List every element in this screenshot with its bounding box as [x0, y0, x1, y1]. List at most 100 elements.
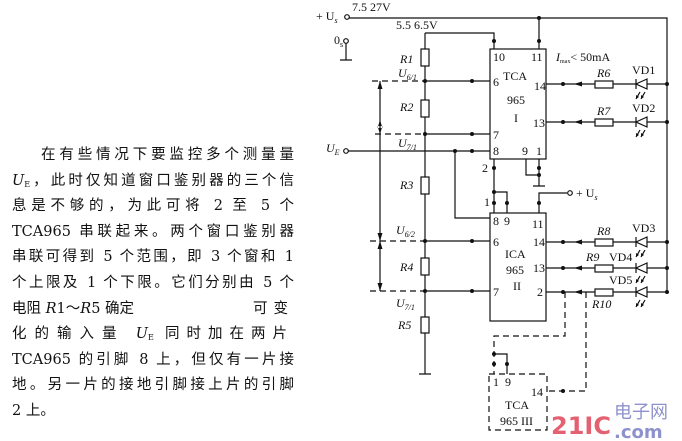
circuit-element: [423, 79, 427, 83]
circuit-label: 7: [493, 128, 499, 142]
circuit-element: [492, 166, 496, 170]
circuit-label: 6: [493, 75, 499, 89]
text-line: UE，此时仅知道窗口鉴别器的三个信: [12, 169, 294, 195]
circuit-label: 6: [493, 235, 499, 249]
circuit-label: 13: [533, 116, 545, 130]
circuit-label: 965: [506, 263, 524, 277]
circuit-element: [505, 362, 509, 366]
junction-dot: [561, 240, 565, 244]
circuit-label: 5.5 6.5V: [396, 18, 438, 32]
circuit-element: [343, 38, 349, 44]
ic-tca965-2: 8 9 11 6 7 14 13 2 ICA 965 II: [489, 212, 547, 322]
current-arrow-icon: [574, 265, 582, 271]
circuit-element: [470, 239, 474, 243]
circuit-label: 8: [493, 144, 499, 158]
supply-terminal-2: + Us: [537, 186, 598, 213]
circuit-label: 8: [493, 214, 499, 228]
circuit-label: R5: [397, 318, 411, 332]
text-line: 在有些情况下要监控多个测量量: [41, 147, 294, 163]
junction-dot: [665, 82, 669, 86]
circuit-label: R3: [399, 178, 413, 192]
circuit-label: 2: [482, 161, 488, 175]
text: 同时加在两片: [164, 326, 294, 343]
circuit-label: 14: [534, 79, 546, 93]
junction-dot: [665, 266, 669, 270]
circuit-element: [634, 116, 648, 128]
circuit-label: 电子网: [614, 402, 668, 423]
circuit-label: max: [560, 59, 570, 65]
resistor: [594, 288, 614, 297]
circuit-label: + U: [576, 186, 595, 200]
text-line: TCA965 串联起来。两个窗口鉴别器: [12, 223, 294, 240]
input-terminal: UE: [326, 141, 490, 219]
circuit-label: 9: [505, 375, 511, 389]
circuit-label: U: [396, 296, 406, 310]
circuit-element: [423, 289, 427, 293]
led-diode-icon: [634, 262, 648, 284]
var-u: U: [135, 326, 148, 343]
circuit-label: 7/1: [407, 143, 417, 152]
current-arrow-icon: [574, 239, 582, 245]
resistor: [594, 238, 614, 247]
circuit-label: 7/1: [405, 303, 415, 312]
text-line: 2 上。: [12, 402, 55, 419]
junction-dot: [665, 240, 669, 244]
resistor-label: R8: [596, 224, 610, 238]
circuit-element: [348, 150, 490, 219]
circuit-element: [470, 79, 474, 83]
circuit-label: 21IC: [551, 412, 611, 440]
circuit-element: [492, 362, 496, 366]
led-diode-icon: [634, 236, 648, 258]
circuit-label: R2: [399, 100, 413, 114]
circuit-label: 9: [504, 214, 510, 228]
led-diode-icon: [634, 116, 648, 138]
resistor: [594, 80, 614, 89]
circuit-element: [344, 14, 350, 20]
resistor: [594, 264, 614, 273]
circuit-element: [370, 80, 425, 292]
resistor-divider: R1 R2 R3 R4 R5 U6/1 U7/1 U6/2 U7/1: [370, 33, 490, 375]
circuit-element: [634, 236, 648, 248]
circuit-label: U: [398, 66, 408, 80]
circuit-label: TCA: [503, 69, 527, 83]
resistor: [594, 118, 614, 127]
text: 电阻: [12, 300, 41, 317]
description-paragraph: 在有些情况下要监控多个测量量 UE，此时仅知道窗口鉴别器的三个信 息是不够的，为…: [12, 143, 294, 425]
circuit-label: I: [555, 50, 561, 64]
text: 5 确定: [91, 300, 135, 317]
text: R: [80, 300, 92, 317]
led-diode-icon: [634, 286, 648, 308]
circuit-element: [420, 48, 430, 67]
circuit-label: I: [514, 111, 518, 125]
circuit-element: [420, 99, 430, 118]
circuit-element: [636, 279, 644, 283]
circuit-element: [567, 190, 573, 196]
circuit-element: [634, 262, 648, 274]
text: ，此时仅知道窗口鉴别器的三个信: [30, 172, 294, 189]
text: R: [45, 300, 57, 317]
junction-dot: [665, 290, 669, 294]
circuit-element: [425, 32, 495, 49]
circuit-label: 0s: [334, 33, 343, 49]
current-arrow-icon: [574, 81, 582, 87]
circuit-element: [537, 201, 541, 205]
circuit-element: [453, 149, 457, 153]
circuit-label: + Us: [316, 9, 338, 25]
circuit-element: [470, 149, 474, 153]
circuit-label: 7: [493, 285, 499, 299]
text-line: 个上限及 1 个下限。它们分别由 5 个: [12, 274, 294, 291]
circuit-element: [377, 81, 383, 291]
led-label: VD5: [609, 273, 632, 287]
imax-label: Imax< 50mA: [555, 50, 610, 65]
circuit-element: [492, 201, 496, 205]
led-diode-icon: [634, 78, 648, 100]
circuit-label: U: [326, 141, 336, 155]
circuit-element: [634, 78, 648, 90]
circuit-element: [636, 95, 644, 99]
circuit-label: 11: [532, 217, 544, 231]
